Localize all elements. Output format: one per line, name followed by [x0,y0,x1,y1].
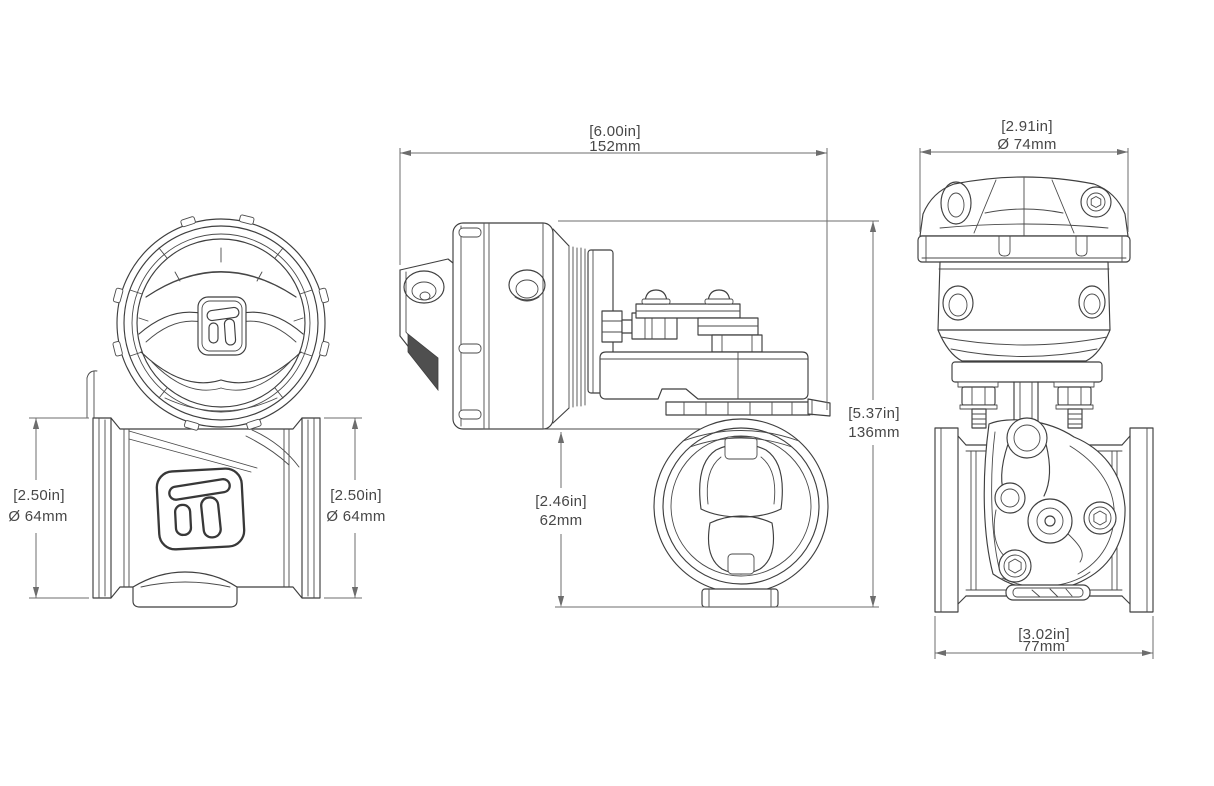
dim-rear-flange-metric: 77mm [1023,638,1066,655]
dim-front-right-imperial: [2.50in] [330,487,382,504]
front-cap [112,214,330,431]
dimension-side-bore: [2.46in] 62mm [535,432,587,607]
rear-bolts [957,381,1095,429]
cap-band-ticks [129,247,313,399]
dimension-side-width: [6.00in] 152mm [399,123,828,410]
front-view [86,214,330,608]
rear-view [917,176,1154,613]
cap-face-sculpt [138,247,304,412]
dim-side-height-imperial: [5.37in] [848,405,900,422]
dim-side-bore-imperial: [2.46in] [535,493,587,510]
front-tube [92,417,321,608]
cap-clamp-tabs [112,214,330,431]
side-bracket [399,258,454,392]
turbosmart-logo-tube-icon [155,467,246,551]
dim-side-width-imperial: [6.00in] [589,123,641,140]
turbosmart-logo-cap-icon [197,296,247,356]
side-tube-opening [653,418,829,608]
dim-rear-flange-imperial: [3.02in] [1018,626,1070,643]
side-view [399,222,831,608]
dim-rear-cap-metric: Ø 74mm [997,136,1056,153]
side-valve-housing [599,351,831,417]
dim-rear-cap-imperial: [2.91in] [1001,118,1053,135]
dimension-side-height: [5.37in] 136mm [555,220,900,608]
dimension-rear-cap: [2.91in] Ø 74mm [919,118,1129,232]
dim-front-right-metric: Ø 64mm [326,508,385,525]
dim-front-left-imperial: [2.50in] [13,487,65,504]
front-actuator-arm [86,370,300,473]
dimension-front-left: [2.50in] Ø 64mm [8,417,89,599]
rear-linkage [983,417,1126,601]
side-rod-assembly [601,289,763,353]
dim-front-left-metric: Ø 64mm [8,508,67,525]
dim-side-bore-metric: 62mm [540,512,583,529]
dimensions-layer: [2.50in] Ø 64mm [2.50in] Ø 64mm [6.00in]… [8,118,1154,659]
dim-side-height-metric: 136mm [848,424,900,441]
dimension-front-right: [2.50in] Ø 64mm [324,417,385,599]
dim-side-width-metric: 152mm [589,138,641,155]
dimension-rear-flange: [3.02in] 77mm [934,616,1154,659]
rear-cap [917,176,1131,383]
